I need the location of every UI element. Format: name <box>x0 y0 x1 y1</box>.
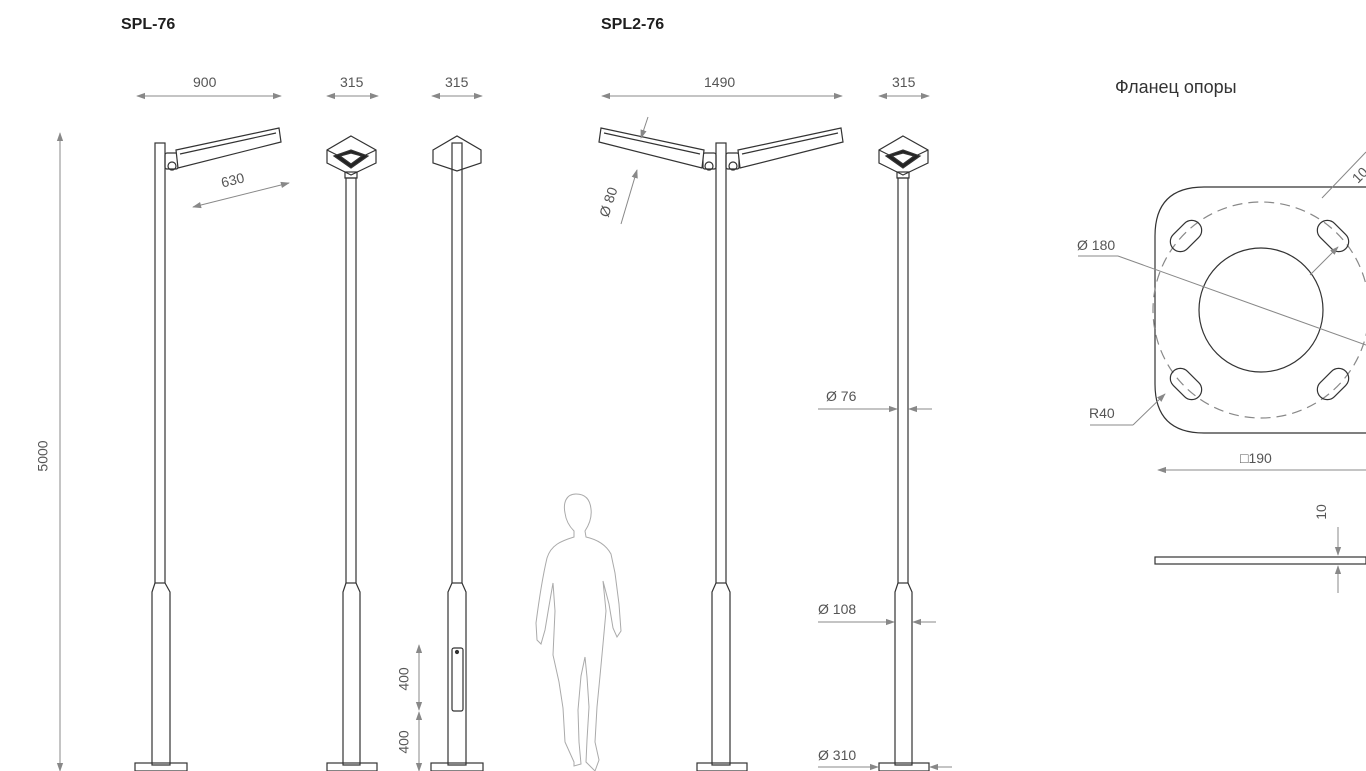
flange-r40-label: R40 <box>1089 405 1115 421</box>
flange-side-plate <box>1154 556 1366 565</box>
dim-315-c-label: 315 <box>892 74 916 90</box>
flange-title: Фланец опоры <box>1115 77 1237 97</box>
dim-1490-label: 1490 <box>704 74 736 90</box>
spl-side-view <box>134 127 282 771</box>
model-title-spl: SPL-76 <box>121 16 176 33</box>
spl2-side-view <box>598 127 844 771</box>
model-title-spl2: SPL2-76 <box>601 16 665 33</box>
human-silhouette <box>535 493 622 771</box>
dim-400-a-label: 400 <box>395 667 412 691</box>
dim-315-b-label: 315 <box>445 74 469 90</box>
spl-front-view <box>326 135 378 771</box>
spl-rear-view <box>430 135 484 771</box>
dim-d80-line <box>620 169 638 225</box>
spl2-front-view <box>878 135 930 771</box>
flange-thickness-label: 10 <box>1312 504 1329 520</box>
dim-900-label: 900 <box>193 74 217 90</box>
flange-d180-label: Ø 180 <box>1077 237 1116 253</box>
dim-5000-label: 5000 <box>34 440 51 472</box>
dim-d80-top-line <box>640 116 649 139</box>
dim-315-a-label: 315 <box>340 74 364 90</box>
dim-d108-label: Ø 108 <box>818 601 857 617</box>
flange-square-label: □190 <box>1240 450 1272 466</box>
dim-630-line <box>192 181 290 209</box>
flange-plan <box>1152 186 1366 434</box>
dim-d76-label: Ø 76 <box>826 388 857 404</box>
dim-400-b-label: 400 <box>395 730 412 754</box>
dim-d310-label: Ø 310 <box>818 747 857 763</box>
